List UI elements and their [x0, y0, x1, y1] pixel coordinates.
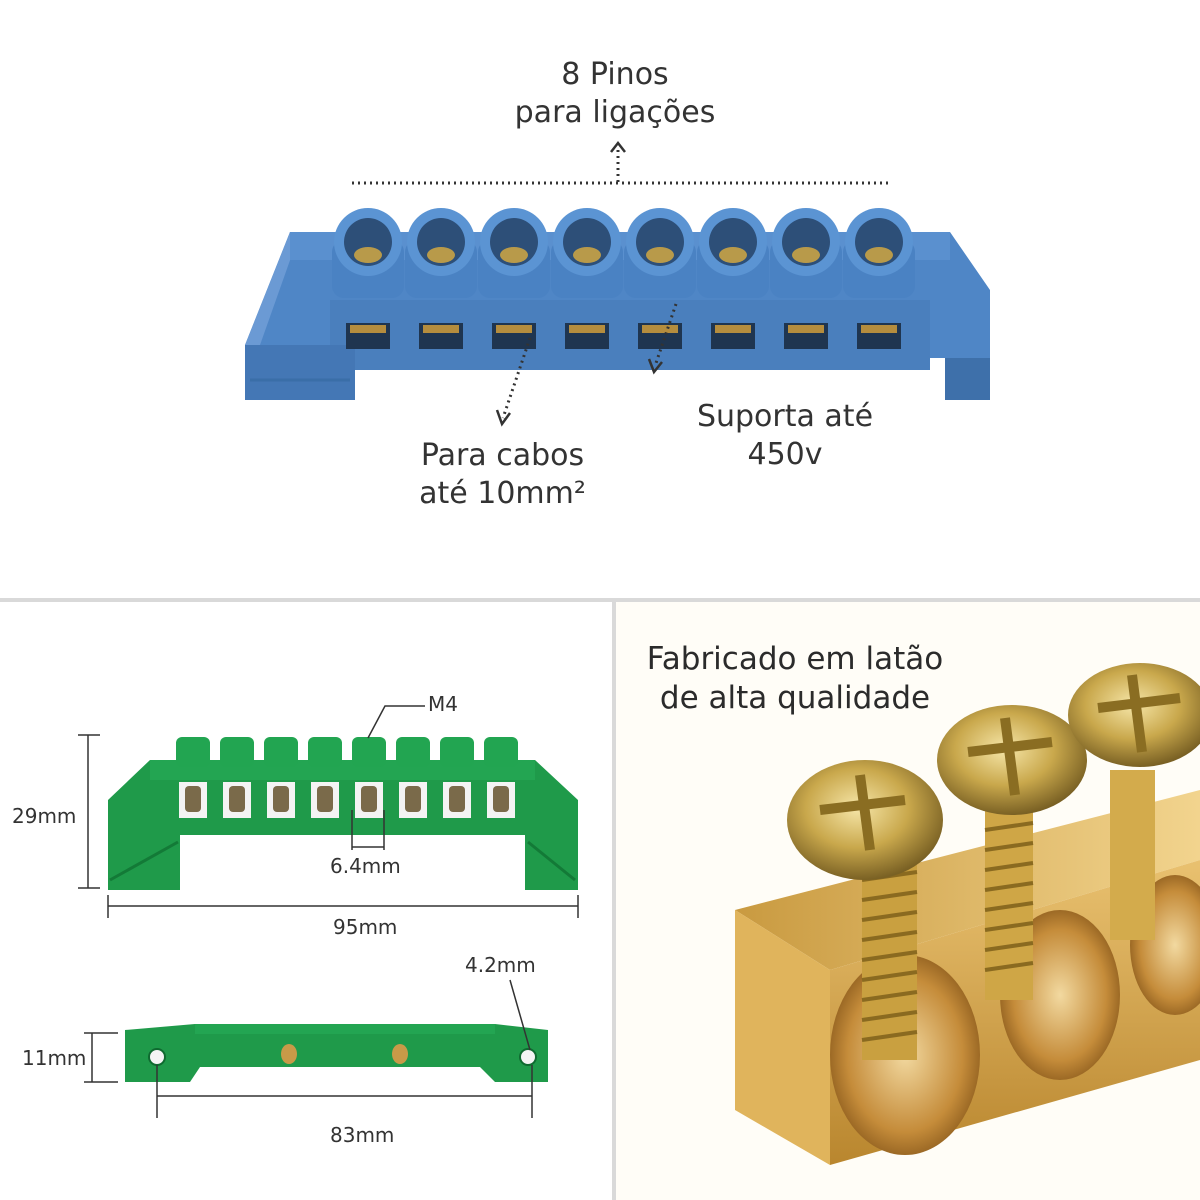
- cable-label: Para cabos até 10mm²: [380, 437, 625, 513]
- m4-label: M4: [428, 692, 458, 716]
- pin-7: [770, 208, 842, 298]
- pin-1: [332, 208, 404, 298]
- pins-label: 8 Pinos para ligações: [470, 56, 760, 132]
- green-slot-4: [311, 782, 339, 818]
- green-pin-8: [484, 737, 518, 767]
- voltage-label-line2: 450v: [747, 437, 823, 472]
- green-slot-2: [223, 782, 251, 818]
- green-pin-7: [440, 737, 474, 767]
- pin-3: [478, 208, 550, 298]
- pin-4: [551, 208, 623, 298]
- horizontal-divider: [0, 598, 1200, 602]
- pins-label-line1: 8 Pinos: [561, 57, 669, 92]
- green-pin-2: [220, 737, 254, 767]
- green-pin-4: [308, 737, 342, 767]
- green-slot-8: [487, 782, 515, 818]
- front-slots: [346, 323, 901, 349]
- hole-label: 4.2mm: [465, 953, 536, 977]
- green-slot-6: [399, 782, 427, 818]
- green-pin-3: [264, 737, 298, 767]
- pins-row: [332, 208, 915, 298]
- material-label: Fabricado em latão de alta qualidade: [625, 640, 965, 718]
- length-label: 95mm: [333, 915, 398, 939]
- pin-6: [697, 208, 769, 298]
- pins-label-line2: para ligações: [514, 95, 716, 130]
- depth-label: 11mm: [22, 1046, 87, 1070]
- green-slot-3: [267, 782, 295, 818]
- pin-8: [843, 208, 915, 298]
- pin-2: [405, 208, 477, 298]
- pin-5: [624, 208, 696, 298]
- green-pin-6: [396, 737, 430, 767]
- cable-label-line2: até 10mm²: [419, 476, 586, 511]
- material-label-line2: de alta qualidade: [659, 680, 931, 716]
- height-label: 29mm: [12, 804, 77, 828]
- hole-spacing-label: 83mm: [330, 1123, 395, 1147]
- green-pin-1: [176, 737, 210, 767]
- green-slot-5: [355, 782, 383, 818]
- voltage-label: Suporta até 450v: [665, 398, 905, 474]
- blue-terminal-bar-illustration: [245, 140, 990, 427]
- vertical-divider: [612, 600, 616, 1200]
- green-pin-5: [352, 737, 386, 767]
- pitch-label: 6.4mm: [330, 854, 401, 878]
- material-label-line1: Fabricado em latão: [646, 641, 944, 677]
- green-slot-7: [443, 782, 471, 818]
- cable-label-line1: Para cabos: [420, 438, 585, 473]
- voltage-label-line1: Suporta até: [696, 399, 874, 434]
- green-bar-side-view: [125, 1024, 548, 1082]
- green-slot-1: [179, 782, 207, 818]
